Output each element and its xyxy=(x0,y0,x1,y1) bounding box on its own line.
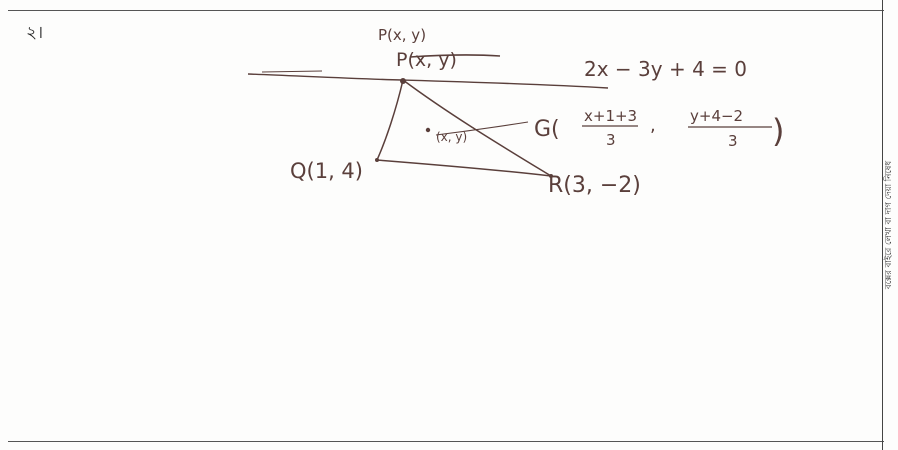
centroid-y-denominator: 3 xyxy=(728,132,738,150)
side-pr xyxy=(402,79,552,177)
vertex-r-dot xyxy=(549,174,553,178)
top-border-line xyxy=(8,10,884,11)
inner-point-strike xyxy=(435,121,529,136)
centroid-separator: , xyxy=(650,115,656,136)
centroid-prefix: G( xyxy=(534,117,560,142)
vertex-p-dot xyxy=(400,78,406,84)
right-margin-line xyxy=(882,0,883,450)
inner-point-dot xyxy=(425,127,431,133)
point-p-label: P(x, y) xyxy=(396,49,457,71)
line-equation-label: 2x − 3y + 4 = 0 xyxy=(584,57,747,81)
centroid-x-denominator: 3 xyxy=(606,131,616,149)
line-stroke-short xyxy=(261,70,323,73)
point-p-top-label: P(x, y) xyxy=(378,26,426,44)
side-qr xyxy=(376,159,552,177)
strike-through-mark xyxy=(409,54,501,58)
question-number: ২। xyxy=(26,23,44,43)
bottom-border-line xyxy=(8,441,884,442)
vertex-q-dot xyxy=(375,158,379,162)
point-r-label: R(3, −2) xyxy=(548,173,641,198)
line-through-p xyxy=(247,73,609,89)
centroid-y-numerator: y+4−2 xyxy=(690,107,743,125)
centroid-x-numerator: x+1+3 xyxy=(584,107,637,125)
centroid-close-paren: ) xyxy=(772,112,784,150)
side-pq xyxy=(376,79,404,161)
point-q-label: Q(1, 4) xyxy=(290,159,363,183)
